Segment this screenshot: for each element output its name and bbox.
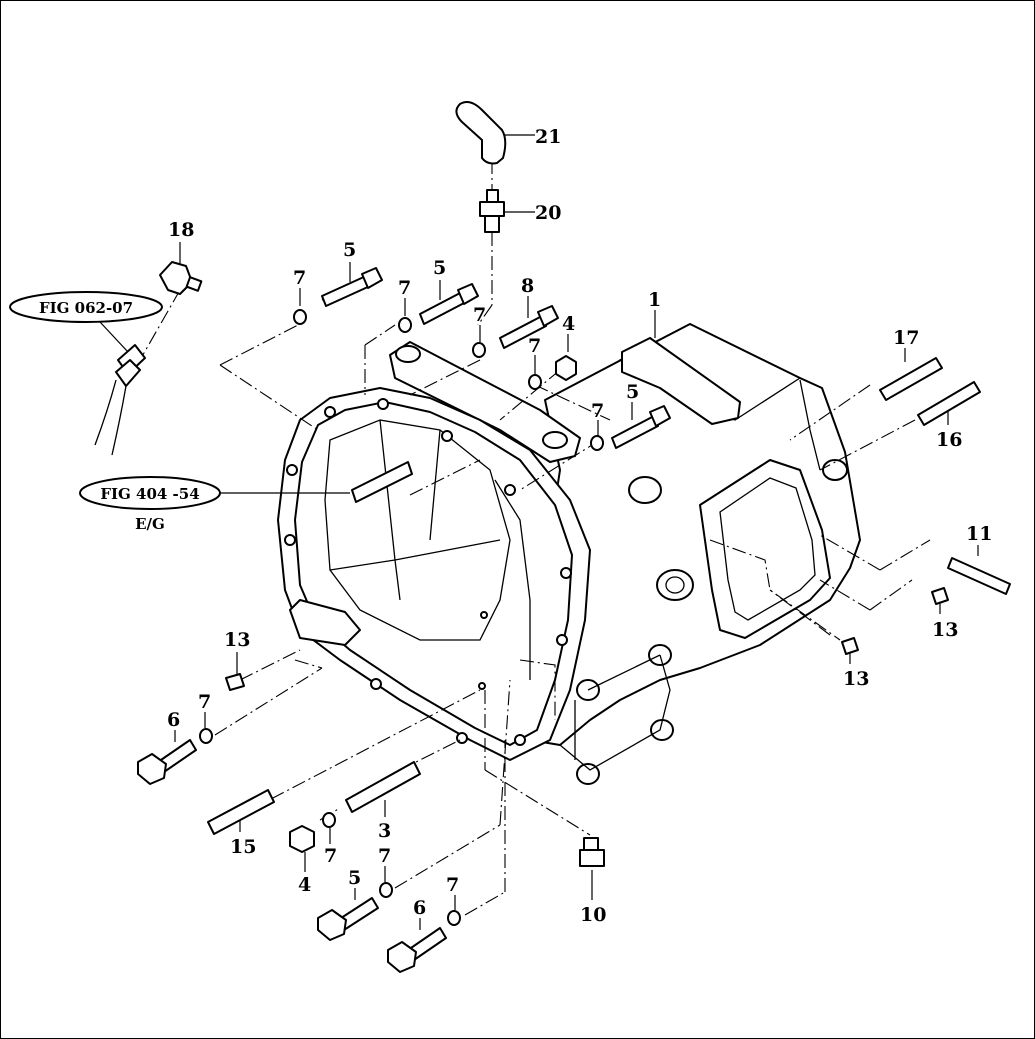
- arm-bolt-hole-2: [542, 431, 568, 449]
- callout-7-i: 7: [446, 874, 459, 896]
- callout-7-h: 7: [378, 845, 391, 867]
- callout-4-b: 4: [298, 874, 311, 896]
- part-21-breather-hose: [455, 101, 507, 165]
- lower-frame-lines: [559, 654, 671, 771]
- part-7-washer-d: [528, 374, 542, 390]
- callout-13-a: 13: [932, 619, 958, 641]
- part-10-drain-plug: [579, 837, 605, 867]
- part-5-bolt-lower: [317, 897, 379, 941]
- callout-18: 18: [168, 219, 194, 241]
- housing-boss-3: [822, 459, 848, 481]
- bell-stud: [351, 461, 413, 503]
- part-5-bolt-top-2: [419, 283, 479, 325]
- part-7-washer-c: [472, 342, 486, 358]
- part-18-elbow-fitting: [159, 261, 203, 295]
- assembly-centerlines: [139, 160, 931, 916]
- part-11-stud: [947, 557, 1011, 595]
- part-7-washer-b: [398, 317, 412, 333]
- housing-boss-2-hole: [665, 576, 685, 594]
- transmission-housing: [389, 323, 861, 785]
- callout-8: 8: [521, 275, 534, 297]
- reference-fig-404[interactable]: FIG 404 -54: [79, 476, 221, 510]
- callout-5-d: 5: [348, 867, 361, 889]
- part-5-bolt-right: [611, 405, 671, 449]
- part-17-stud: [879, 357, 943, 401]
- callout-6-a: 6: [167, 709, 180, 731]
- arm-bolt-hole-1: [395, 345, 421, 363]
- callout-11: 11: [966, 523, 992, 545]
- drain-hole: [478, 682, 486, 690]
- callout-7-g: 7: [324, 845, 337, 867]
- part-6-bolt-left: [137, 739, 197, 785]
- callout-13-b: 13: [843, 668, 869, 690]
- callout-16: 16: [936, 429, 962, 451]
- part-20-breather-plug: [479, 189, 505, 233]
- part-5-bolt-top-1: [321, 267, 383, 307]
- part-13-dowel-right-2: [841, 637, 859, 655]
- callout-1: 1: [648, 289, 661, 311]
- housing-boss-1: [628, 476, 662, 504]
- callout-4-a: 4: [562, 313, 575, 335]
- fig-404-label: FIG 404 -54: [100, 485, 199, 503]
- bell-housing-lower-block: [289, 599, 361, 646]
- callout-15: 15: [230, 836, 256, 858]
- part-8-bolt: [499, 305, 559, 349]
- part-7-washer-f: [199, 728, 213, 744]
- callout-5-b: 5: [433, 257, 446, 279]
- bell-housing-ribs: [329, 419, 531, 680]
- reference-fig-062[interactable]: FIG 062-07: [9, 291, 163, 323]
- part-16-stud: [917, 381, 981, 426]
- callout-3: 3: [378, 820, 391, 842]
- part-13-dowel-left: [225, 673, 245, 691]
- callout-7-d: 7: [528, 335, 541, 357]
- oil-hose-assembly: [94, 344, 146, 456]
- callout-17: 17: [893, 327, 919, 349]
- callout-6-b: 6: [413, 897, 426, 919]
- flange-bolt-holes: [284, 398, 572, 746]
- part-7-washer-e: [590, 435, 604, 451]
- engine-label: E/G: [135, 515, 165, 533]
- callout-21: 21: [535, 126, 561, 148]
- fig-404-oval[interactable]: [79, 476, 221, 510]
- part-4-nut-top: [555, 355, 577, 381]
- callout-5-a: 5: [343, 239, 356, 261]
- callout-5-c: 5: [626, 381, 639, 403]
- callout-7-b: 7: [398, 277, 411, 299]
- housing-right-side: [799, 377, 861, 569]
- callout-7-e: 7: [591, 400, 604, 422]
- callout-7-a: 7: [293, 267, 306, 289]
- callout-20: 20: [535, 202, 561, 224]
- part-3-stud: [345, 761, 421, 813]
- part-7-washer-h: [379, 882, 393, 898]
- lower-boss-4: [576, 763, 600, 785]
- callout-10: 10: [580, 904, 606, 926]
- callout-numbers: 21 20 18 5 5 5 5 7 7 7 7 7 7 7 7 7 8 4 4…: [167, 126, 992, 926]
- fig-062-oval[interactable]: [9, 291, 163, 323]
- bell-housing: [277, 387, 591, 761]
- part-15-stud: [207, 789, 275, 835]
- part-7-washer-g: [322, 812, 336, 828]
- part-6-bolt-lower: [387, 927, 447, 973]
- callout-7-f: 7: [198, 691, 211, 713]
- bell-housing-inner-bore: [324, 419, 511, 641]
- callout-7-c: 7: [473, 304, 486, 326]
- housing-boss-2: [656, 569, 694, 601]
- housing-side-cover: [699, 459, 831, 639]
- callout-13-c: 13: [224, 629, 250, 651]
- fig-062-label: FIG 062-07: [39, 299, 133, 317]
- housing-top-rib: [621, 337, 741, 425]
- housing-side-cover-inner: [719, 477, 816, 621]
- part-7-washer-a: [293, 309, 307, 325]
- inspection-hole: [480, 611, 488, 619]
- part-4-nut-lower: [289, 825, 315, 853]
- part-13-dowel-right-1: [931, 587, 949, 605]
- part-7-washer-i: [447, 910, 461, 926]
